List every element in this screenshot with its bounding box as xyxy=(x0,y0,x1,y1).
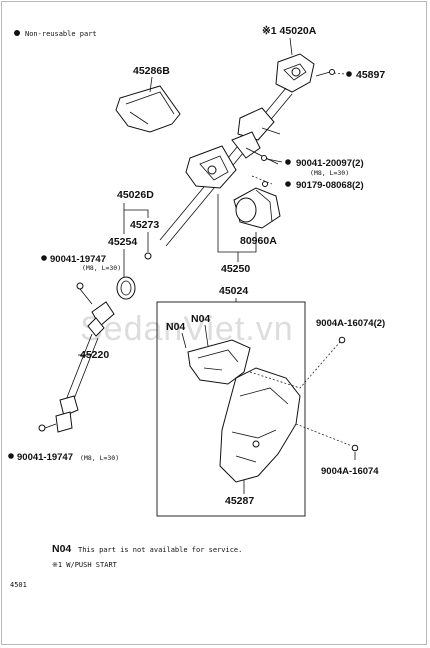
label-90041-20097: 90041-20097(2) xyxy=(296,158,364,169)
part-80960A-motor xyxy=(233,187,281,229)
footer-note1: ※1 W/PUSH START xyxy=(52,561,118,569)
part-45254-ring xyxy=(116,276,136,300)
leader-45897 xyxy=(333,72,346,75)
part-45250-column xyxy=(159,87,293,247)
leader-N04-b xyxy=(181,332,187,349)
legend-non-reusable-label: Non-reusable part xyxy=(25,30,97,38)
non-reusable-dot-icon xyxy=(285,181,291,187)
label-45287: 45287 xyxy=(225,495,254,507)
part-45897-screw xyxy=(315,69,335,77)
non-reusable-dot-icon xyxy=(41,255,47,261)
part-90179-nut xyxy=(251,175,273,187)
label-N04-b: N04 xyxy=(166,321,185,333)
part-45286B-cover xyxy=(115,85,181,133)
leader-45286B xyxy=(149,76,153,93)
footer-n04-code: N04 xyxy=(52,543,71,555)
label-45273: 45273 xyxy=(130,219,159,231)
part-9004A-16074-screw xyxy=(351,444,359,452)
label-45254: 45254 xyxy=(108,236,137,248)
label-45020A: ※1 45020A xyxy=(262,25,317,37)
non-reusable-dot-icon xyxy=(346,71,352,77)
watermark-text: SedanViet.vn xyxy=(80,310,294,348)
bracket-45250 xyxy=(217,194,257,253)
non-reusable-dot-icon xyxy=(285,159,291,165)
label-45286B: 45286B xyxy=(133,65,170,77)
label-80960A: 80960A xyxy=(240,235,277,247)
non-reusable-dot-icon xyxy=(14,30,20,36)
part-45220-shaft xyxy=(55,301,115,433)
part-45020A-shape xyxy=(275,53,315,93)
label-9004A-16074-2: 9004A-16074(2) xyxy=(316,318,385,329)
label-90041-19747-bottom-spec: (M8, L=30) xyxy=(80,454,119,462)
label-45897: 45897 xyxy=(356,69,385,81)
label-90041-19747-top: 90041-19747 xyxy=(50,254,106,265)
page-code: 4501 xyxy=(10,581,27,589)
part-90041-20097-bolt xyxy=(261,155,283,163)
leader-45020A xyxy=(289,37,293,56)
label-90041-19747-top-spec: (M8, L=30) xyxy=(82,264,121,272)
part-9004A-16074-2-screw xyxy=(338,336,346,344)
label-45024: 45024 xyxy=(219,285,248,297)
part-45287-cover xyxy=(219,367,301,483)
dash-guide-1 xyxy=(249,341,341,389)
dash-guide-2 xyxy=(295,423,353,447)
part-45273-clip xyxy=(144,252,152,260)
label-45026D: 45026D xyxy=(117,189,154,201)
label-90041-20097-spec: (M8, L=30) xyxy=(310,169,349,177)
label-90179-08068: 90179-08068(2) xyxy=(296,180,364,191)
bracket-45026D xyxy=(123,203,149,218)
label-45220: 45220 xyxy=(80,349,109,361)
footer-n04-text: This part is not available for service. xyxy=(78,546,242,554)
label-90041-19747-bottom: 90041-19747 xyxy=(17,452,73,463)
leader-N04-a xyxy=(204,324,209,347)
label-9004A-16074: 9004A-16074 xyxy=(321,466,379,477)
label-N04-a: N04 xyxy=(191,313,210,325)
label-45250: 45250 xyxy=(221,263,250,275)
part-90041-19747-bottom-bolt xyxy=(38,423,57,432)
group-box-45024 xyxy=(156,301,306,517)
non-reusable-dot-icon xyxy=(8,453,14,459)
part-90041-19747-top-bolt xyxy=(76,282,93,305)
